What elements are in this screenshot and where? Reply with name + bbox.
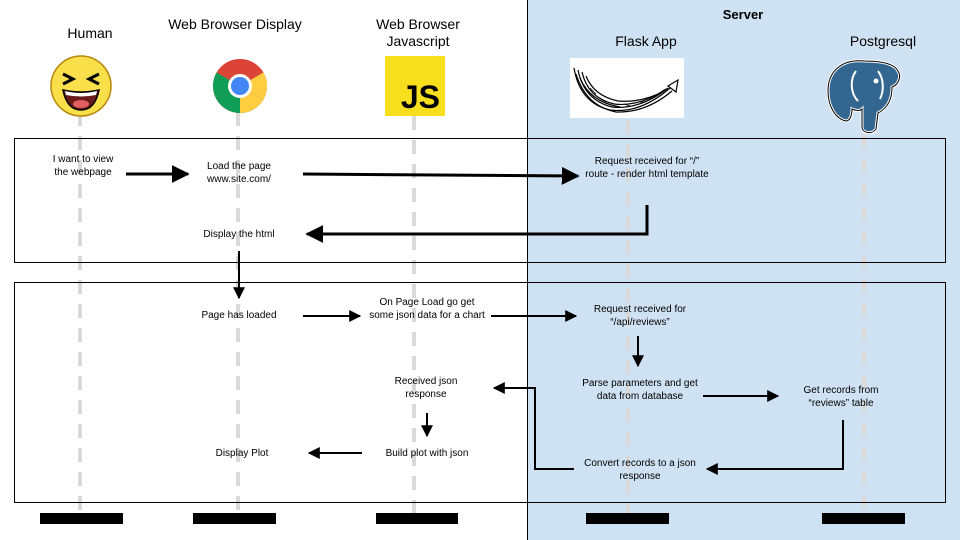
step-display-html: Display the html xyxy=(203,229,275,240)
step-request-root: Request received for “/” route - render … xyxy=(585,156,709,180)
laughing-face-icon xyxy=(50,55,112,117)
js-logo-text: JS xyxy=(400,79,440,115)
javascript-logo-icon: JS xyxy=(385,56,445,116)
arrow-convert-to-received xyxy=(492,382,574,470)
lifeline-end-human xyxy=(40,513,123,524)
arrow-records-to-convert xyxy=(705,420,844,475)
chrome-browser-icon xyxy=(212,59,268,114)
lane-title-flask: Flask App xyxy=(615,33,677,49)
step-on-page-load: On Page Load go get some json data for a… xyxy=(369,297,485,321)
flask-horn-logo-icon xyxy=(570,58,684,118)
lifeline-end-browser-display xyxy=(193,513,276,524)
step-want-view: I want to view the webpage xyxy=(52,154,114,178)
lane-title-browser-display: Web Browser Display xyxy=(168,16,302,32)
page-request-group xyxy=(14,138,946,263)
postgresql-elephant-icon xyxy=(826,59,902,135)
lane-title-postgres: Postgresql xyxy=(849,33,917,49)
lane-title-browser-js: Web Browser Javascript xyxy=(376,16,460,49)
step-get-records: Get records from “reviews” table xyxy=(803,385,879,409)
step-convert-records: Convert records to a json response xyxy=(584,458,696,482)
arrow-flask-to-display xyxy=(305,205,649,243)
step-received-json: Received json response xyxy=(394,376,458,400)
step-display-plot: Display Plot xyxy=(215,448,269,459)
step-page-loaded: Page has loaded xyxy=(201,310,277,321)
lifeline-end-postgres xyxy=(822,513,905,524)
lane-title-human: Human xyxy=(67,25,113,41)
step-request-api: Request received for “/api/reviews” xyxy=(593,304,687,328)
lifeline-end-browser-js xyxy=(376,513,458,524)
lifeline-end-flask xyxy=(586,513,669,524)
api-request-group xyxy=(14,282,946,503)
arrow-load-to-flask xyxy=(302,166,580,185)
step-load-page: Load the page www.site.com/ xyxy=(207,161,271,185)
step-build-plot: Build plot with json xyxy=(385,448,469,459)
server-label: Server xyxy=(722,7,764,22)
step-parse-params: Parse parameters and get data from datab… xyxy=(582,378,698,402)
